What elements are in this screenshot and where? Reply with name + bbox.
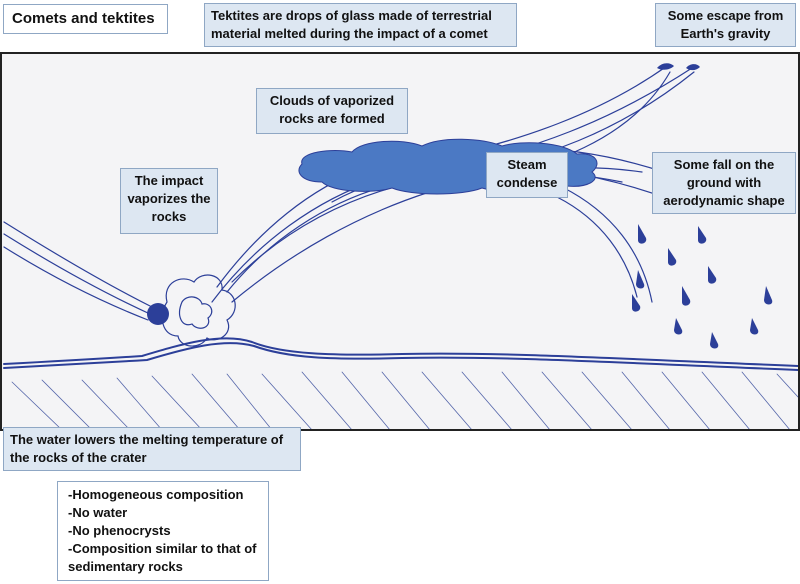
title-text: Comets and tektites xyxy=(12,10,155,27)
property-item: -No water xyxy=(68,505,128,520)
falling-drops xyxy=(632,224,773,349)
property-item: -Composition similar to that of sediment… xyxy=(68,541,257,574)
impact-puff xyxy=(161,274,236,347)
page-title: Comets and tektites xyxy=(3,4,168,34)
ground-hatching xyxy=(11,371,798,429)
steam-label: Steam condense xyxy=(486,152,568,198)
escaping-drops xyxy=(657,63,700,71)
property-item: -No phenocrysts xyxy=(68,523,171,538)
comet-body xyxy=(147,303,169,325)
tektite-properties-list: -Homogeneous composition -No water -No p… xyxy=(57,481,269,581)
escape-label: Some escape from Earth's gravity xyxy=(655,3,796,47)
water-label: The water lowers the melting temperature… xyxy=(3,427,301,471)
ground-line xyxy=(3,337,798,371)
clouds-label: Clouds of vaporized rocks are formed xyxy=(256,88,408,134)
property-item: -Homogeneous composition xyxy=(68,487,244,502)
impact-label: The impact vaporizes the rocks xyxy=(120,168,218,234)
fall-label: Some fall on the ground with aerodynamic… xyxy=(652,152,796,214)
comet-trail-lines xyxy=(3,221,153,321)
tektites-definition-label: Tektites are drops of glass made of terr… xyxy=(204,3,517,47)
